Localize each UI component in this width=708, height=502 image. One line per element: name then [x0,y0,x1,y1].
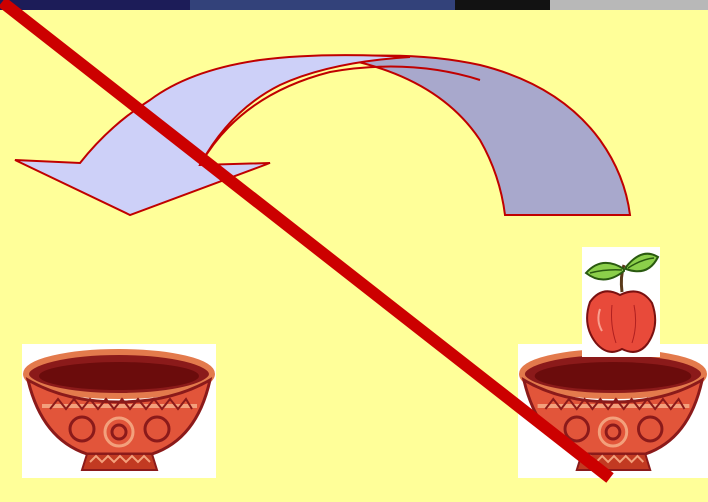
bowl-left-icon [22,344,216,478]
top-image-strip [0,0,708,10]
curved-arrow-icon [0,40,708,240]
bowl-right-icon [518,344,708,478]
apple-icon [582,247,660,357]
